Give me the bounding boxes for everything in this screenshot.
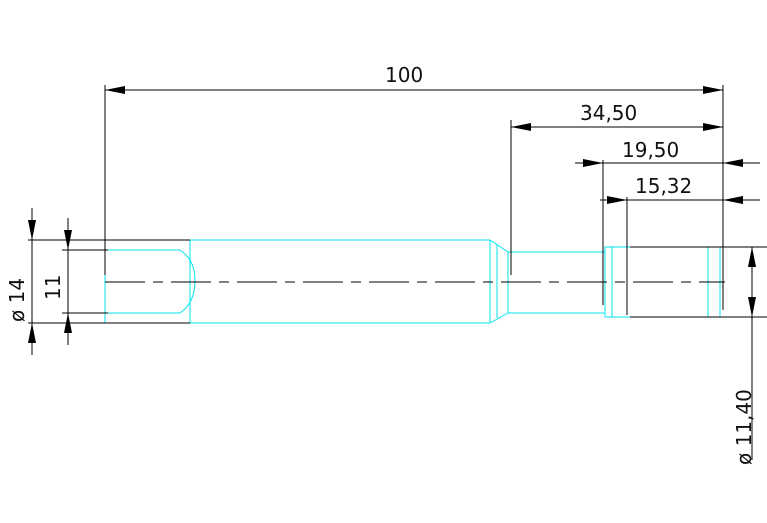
dimension-label-15-32: 15,32 — [635, 174, 692, 198]
dimension-label-diameter-11-40: ø 11,40 — [732, 389, 756, 465]
dimension-15-32: 15,32 — [600, 174, 760, 204]
dimension-label-diameter-11: 11 — [41, 275, 65, 300]
dimension-19-50: 19,50 — [575, 138, 760, 167]
dimension-100: 100 — [105, 63, 723, 94]
dimension-label-diameter-14: ø 14 — [5, 278, 29, 322]
dimension-diameter-11: 11 — [41, 218, 72, 345]
dimension-diameter-11-40: ø 11,40 — [732, 247, 756, 465]
dimension-label-34-50: 34,50 — [580, 101, 637, 125]
dimension-diameter-14: ø 14 — [5, 208, 36, 355]
dimension-34-50: 34,50 — [511, 101, 723, 131]
extension-lines — [28, 85, 767, 324]
dimension-label-19-50: 19,50 — [622, 138, 679, 162]
dimension-label-100: 100 — [385, 63, 423, 87]
